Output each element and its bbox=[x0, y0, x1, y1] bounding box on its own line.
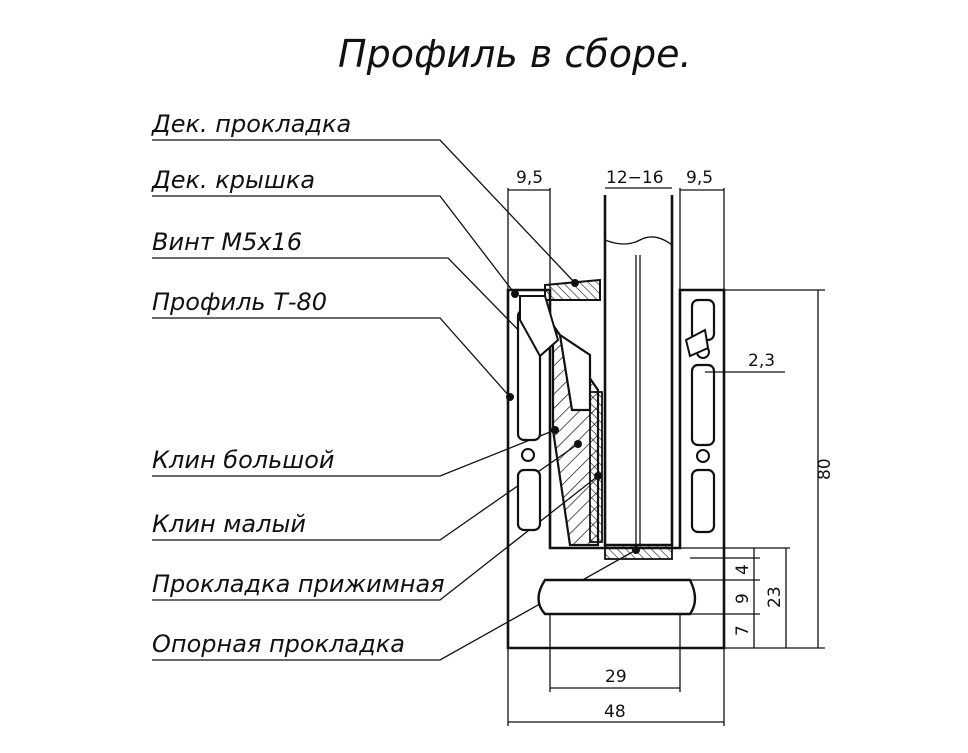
label-wedge-large: Клин большой bbox=[152, 446, 335, 474]
dim-gap: 2,3 bbox=[748, 351, 775, 371]
dim-h7: 7 bbox=[733, 625, 753, 636]
label-clamp-gasket: Прокладка прижимная bbox=[152, 570, 445, 598]
dim-h9: 9 bbox=[733, 593, 753, 604]
label-dec-gasket: Дек. прокладка bbox=[151, 110, 351, 138]
label-profile: Профиль Т-80 bbox=[152, 288, 327, 316]
dim-inner-width: 29 bbox=[605, 667, 627, 687]
dim-top-right: 9,5 bbox=[686, 168, 713, 188]
label-wedge-small: Клин малый bbox=[152, 510, 306, 538]
dim-total-width: 48 bbox=[604, 702, 626, 722]
dim-height: 80 bbox=[815, 458, 835, 480]
glass-panel bbox=[603, 195, 674, 547]
part-labels: Дек. прокладка Дек. крышка Винт М5х16 Пр… bbox=[151, 110, 445, 658]
label-support-gasket: Опорная прокладка bbox=[152, 630, 405, 658]
dimension-lines bbox=[507, 187, 825, 726]
label-screw: Винт М5х16 bbox=[152, 228, 302, 256]
label-dec-cover: Дек. крышка bbox=[151, 166, 315, 194]
dimension-texts: 9,5 12−16 9,5 2,3 80 4 9 7 23 29 48 bbox=[516, 168, 835, 722]
dim-glass: 12−16 bbox=[606, 168, 664, 188]
wedges bbox=[519, 278, 710, 560]
dim-top-left: 9,5 bbox=[516, 168, 543, 188]
dim-h4: 4 bbox=[733, 564, 753, 575]
dim-h23: 23 bbox=[765, 586, 785, 608]
drawing-title: Профиль в сборе. bbox=[338, 32, 692, 76]
